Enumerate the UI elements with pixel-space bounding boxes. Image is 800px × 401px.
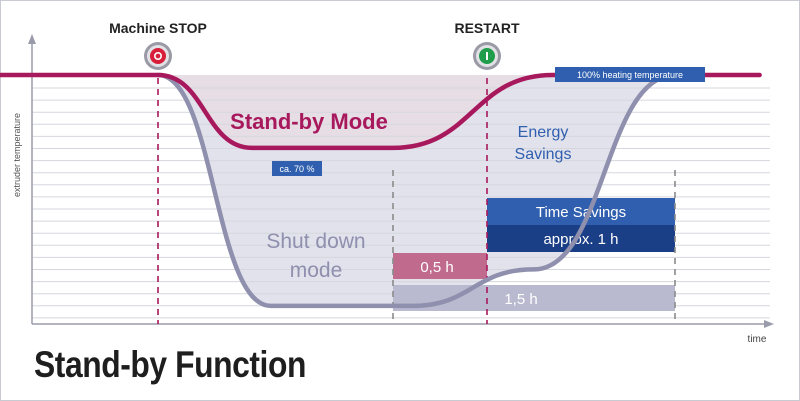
ca70-tag [272,161,322,176]
bar-one-half-hour-label: 1,5 h [504,291,537,308]
standby-area [158,75,553,148]
bar-half-hour [393,253,487,279]
shutdown-mode-label-line1: Shut down [266,230,365,253]
time-savings-box [487,198,675,225]
ca70-tag-label: ca. 70 % [279,164,314,174]
stop-button-core [150,48,166,64]
shutdown-curve [155,72,678,309]
time-savings-title: Time Savings [536,204,626,221]
page-title: Stand-by Function [34,344,306,385]
full-heat-tag [555,67,705,82]
full-heat-tag-label: 100% heating temperature [577,70,683,80]
y-axis-arrow-icon [28,34,36,44]
x-axis-label: time [748,334,767,345]
bar-half-hour-label: 0,5 h [420,259,453,276]
standby-mode-label: Stand-by Mode [230,109,388,134]
energy-savings-label-line1: Energy [518,124,569,141]
y-axis-label: extruder temperature [12,113,22,197]
bar-one-half-hour [393,285,675,311]
stop-button-symbol [154,51,163,60]
machine-stop-label: Machine STOP [109,20,207,36]
energy-savings-label-line2: Savings [515,146,572,163]
time-savings-value: approx. 1 h [543,231,618,248]
restart-label: RESTART [454,20,520,36]
shutdown-mode-label-line2: mode [290,259,343,282]
x-axis-arrow-icon [764,320,774,328]
